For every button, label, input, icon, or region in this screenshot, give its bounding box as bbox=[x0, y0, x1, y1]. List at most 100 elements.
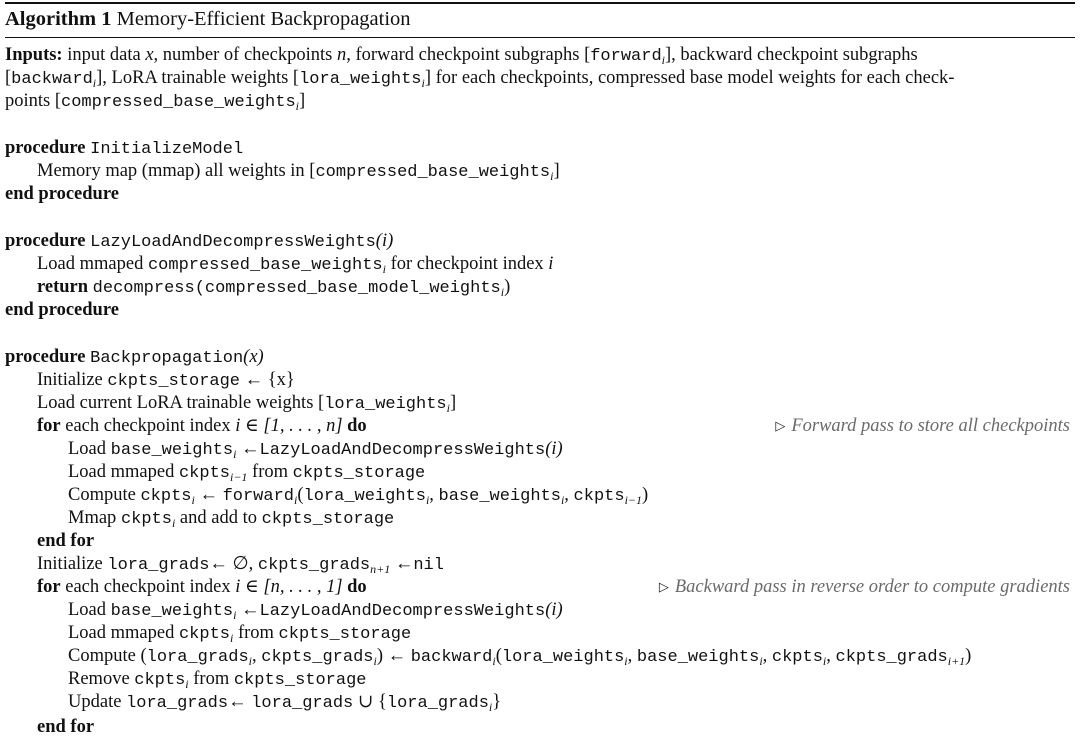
code: ckpts bbox=[134, 671, 186, 690]
for2-line-4: Remove ckptsi from ckpts_storage bbox=[68, 668, 366, 690]
code: ckpts bbox=[140, 487, 192, 506]
text: ) bbox=[504, 277, 511, 297]
text: ], backward checkpoint subgraphs bbox=[665, 45, 918, 65]
subscript: i bbox=[624, 654, 628, 668]
for1-header: for each checkpoint index i ∈ [1, . . . … bbox=[37, 415, 367, 437]
code-lora-weights: lora_weights bbox=[299, 70, 422, 89]
text: ← ∅, bbox=[209, 554, 258, 574]
code: ckpts_grads bbox=[257, 556, 371, 575]
code: LazyLoadAndDecompressWeights bbox=[259, 602, 546, 621]
for2-line-5: Update lora_grads← lora_grads ∪ {lora_gr… bbox=[68, 691, 501, 713]
subscript: i bbox=[171, 516, 176, 530]
proc2-header: procedure LazyLoadAndDecompressWeights(i… bbox=[5, 230, 393, 252]
range: i ∈ [n, . . . , 1] bbox=[235, 577, 343, 597]
subscript: i−1 bbox=[229, 470, 248, 484]
text: Load current LoRA trainable weights [ bbox=[37, 393, 325, 413]
code: compressed_base_weights bbox=[147, 256, 383, 275]
subscript: i bbox=[500, 285, 505, 299]
for1-line-2: Load mmaped ckptsi−1 from ckpts_storage bbox=[68, 461, 425, 483]
subscript: n+1 bbox=[370, 562, 391, 576]
text: , bbox=[627, 646, 637, 666]
text: each checkpoint index bbox=[60, 416, 236, 436]
subscript: i bbox=[294, 493, 298, 507]
text: input data bbox=[67, 45, 146, 65]
keyword-procedure: procedure bbox=[5, 138, 86, 158]
keyword-procedure: procedure bbox=[5, 231, 86, 251]
text: ] bbox=[299, 91, 306, 111]
top-rule bbox=[5, 2, 1075, 4]
text: , forward checkpoint subgraphs [ bbox=[346, 45, 591, 65]
subscript: i bbox=[446, 401, 450, 415]
for2-header: for each checkpoint index i ∈ [n, . . . … bbox=[37, 576, 367, 598]
code: forward bbox=[222, 487, 294, 506]
text: points [ bbox=[5, 91, 62, 111]
text: ] bbox=[553, 161, 560, 181]
code: ckpts bbox=[771, 648, 823, 667]
code: ckpts bbox=[178, 625, 230, 644]
var-x: x bbox=[145, 45, 154, 65]
subscript: i bbox=[661, 53, 665, 67]
var-n: n bbox=[336, 45, 347, 65]
comment-marker-icon: ▷ bbox=[775, 418, 786, 433]
text: Compute bbox=[68, 485, 141, 505]
code: lora_grads bbox=[251, 694, 354, 713]
for2-line-3: Compute (lora_gradsi, ckpts_gradsi) ← ba… bbox=[68, 645, 971, 667]
keyword-return: return bbox=[37, 277, 89, 297]
subscript: i bbox=[233, 608, 237, 622]
code: base_weights bbox=[110, 602, 234, 621]
code: lora_grads bbox=[386, 694, 489, 713]
inputs-line-1: Inputs: input data x, number of checkpoi… bbox=[5, 44, 918, 66]
proc1-body: Memory map (mmap) all weights in [compre… bbox=[37, 160, 560, 182]
comment-text: Backward pass in reverse order to comput… bbox=[674, 577, 1070, 597]
text: Load mmaped bbox=[68, 623, 179, 643]
algorithm-title: Algorithm 1 Memory-Efficient Backpropaga… bbox=[5, 6, 411, 32]
text: for checkpoint index bbox=[385, 254, 549, 274]
keyword-procedure: procedure bbox=[5, 347, 86, 367]
code: backward bbox=[410, 648, 493, 667]
text: ) ← bbox=[376, 646, 411, 666]
keyword-for: for bbox=[37, 577, 61, 597]
code: compressed_base_weights bbox=[315, 163, 551, 182]
text: ← {x} bbox=[240, 370, 295, 390]
subscript: i bbox=[550, 169, 554, 183]
subscript: i bbox=[822, 654, 827, 668]
endfor2: end for bbox=[37, 717, 95, 737]
code: lora_grads bbox=[107, 556, 210, 575]
range: i ∈ [1, . . . , n] bbox=[235, 416, 343, 436]
text: ) bbox=[965, 646, 972, 666]
text: Load bbox=[68, 439, 111, 459]
subscript: i bbox=[421, 76, 425, 90]
text: Load mmaped bbox=[68, 462, 179, 482]
text: Initialize bbox=[37, 554, 108, 574]
procedure-arg: (x) bbox=[243, 347, 264, 367]
text: ] bbox=[449, 393, 457, 413]
text: Memory map (mmap) all weights in [ bbox=[37, 161, 316, 181]
code: ckpts_storage bbox=[107, 372, 240, 391]
procedure-name: Backpropagation bbox=[90, 349, 244, 368]
subscript: i bbox=[492, 654, 496, 668]
code: ckpts_storage bbox=[292, 464, 426, 483]
var-i: i bbox=[548, 254, 554, 274]
subscript: i bbox=[185, 677, 189, 691]
text: ], LoRA trainable weights [ bbox=[96, 68, 300, 88]
text: Load mmaped bbox=[37, 254, 148, 274]
code: ckpts_storage bbox=[233, 671, 367, 690]
text: from bbox=[188, 669, 234, 689]
keyword-for: for bbox=[37, 416, 61, 436]
code-backward: backward bbox=[11, 70, 93, 89]
algorithm-name: Memory-Efficient Backpropagation bbox=[116, 8, 411, 30]
text: ] for each checkpoints, compressed base … bbox=[424, 68, 955, 88]
subscript: i bbox=[425, 493, 430, 507]
code: ckpts bbox=[573, 487, 625, 506]
proc3-load-lora: Load current LoRA trainable weights [lor… bbox=[37, 392, 456, 414]
code: decompress(compressed_base_model_weights bbox=[92, 279, 501, 298]
subscript: i bbox=[560, 493, 565, 507]
text: (i) bbox=[545, 600, 563, 620]
text: ( bbox=[297, 485, 304, 505]
proc2-line-1: Load mmaped compressed_base_weights i for… bbox=[37, 253, 553, 275]
code: base_weights bbox=[438, 487, 561, 506]
proc1-end: end procedure bbox=[5, 184, 119, 204]
subscript: i bbox=[759, 654, 763, 668]
text: } bbox=[492, 692, 502, 712]
code: ckpts bbox=[178, 464, 230, 483]
